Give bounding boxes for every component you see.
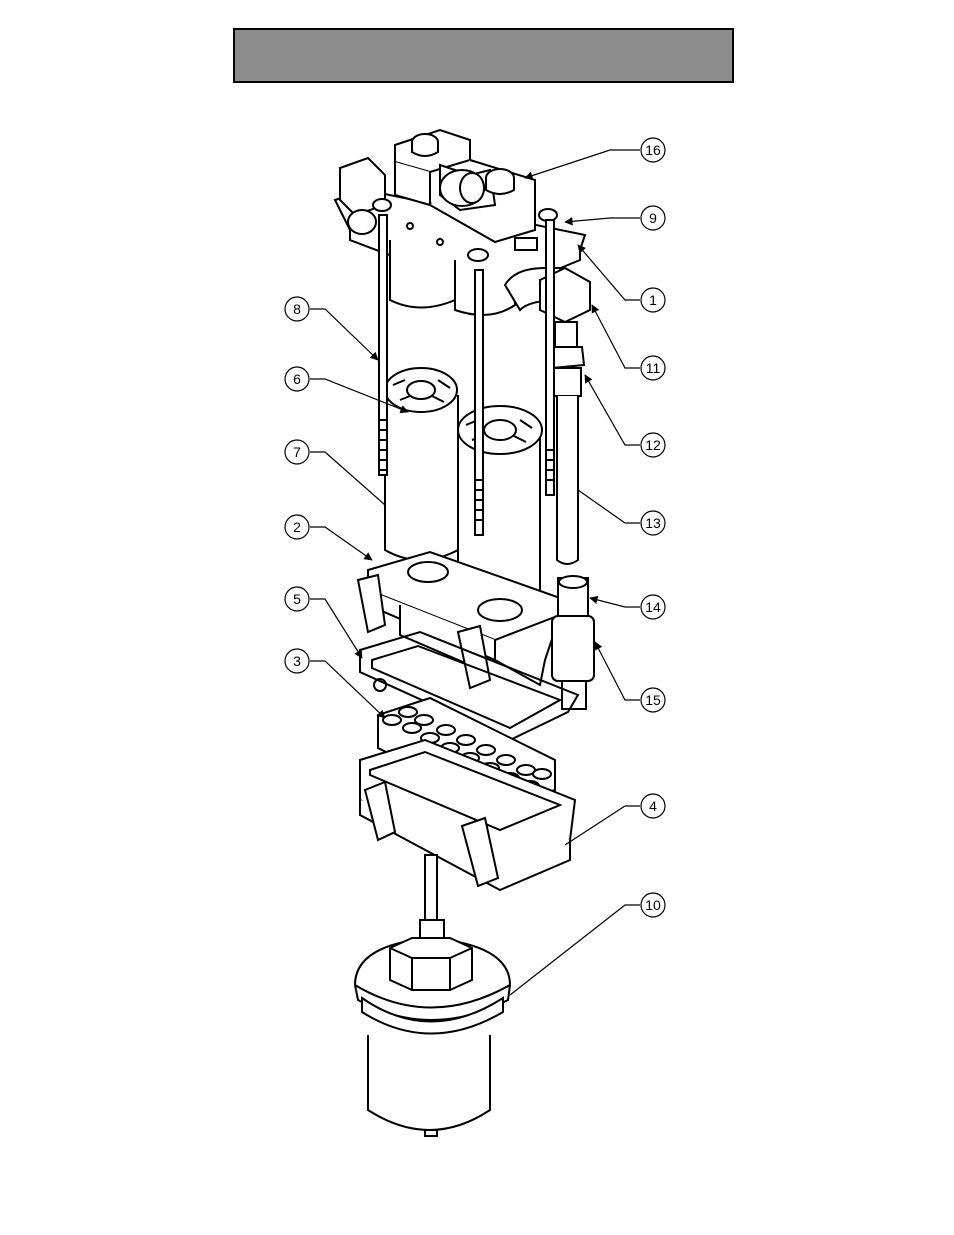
- callout-label: 3: [293, 653, 301, 669]
- callout-bubble-13: 13: [641, 511, 665, 535]
- callout-label: 2: [293, 519, 301, 535]
- callout-label: 6: [293, 371, 301, 387]
- callout-bubble-3: 3: [285, 649, 309, 673]
- callout-bubble-8: 8: [285, 297, 309, 321]
- callout-label: 10: [645, 897, 661, 913]
- callout-bubble-5: 5: [285, 587, 309, 611]
- callout-bubble-16: 16: [641, 138, 665, 162]
- filter-left: [385, 368, 458, 560]
- callout-bubble-15: 15: [641, 688, 665, 712]
- callout-label: 5: [293, 591, 301, 607]
- callout-label: 12: [645, 437, 661, 453]
- callout-label: 9: [649, 210, 657, 226]
- callout-label: 4: [649, 798, 657, 814]
- callout-label: 8: [293, 301, 301, 317]
- callout-label: 7: [293, 444, 301, 460]
- callout-bubble-1: 1: [641, 288, 665, 312]
- callout-bubble-10: 10: [641, 893, 665, 917]
- callout-bubble-2: 2: [285, 515, 309, 539]
- callout-label: 13: [645, 515, 661, 531]
- callout-bubble-6: 6: [285, 367, 309, 391]
- callout-label: 11: [646, 360, 661, 376]
- callout-label: 15: [645, 692, 661, 708]
- callout-bubble-11: 11: [641, 356, 665, 380]
- callout-bubble-9: 9: [641, 206, 665, 230]
- callout-bubble-7: 7: [285, 440, 309, 464]
- callout-label: 14: [645, 599, 661, 615]
- callout-bubble-12: 12: [641, 433, 665, 457]
- pressure-switch: [552, 576, 594, 709]
- drain-bowl: [355, 855, 510, 1136]
- callout-label: 1: [649, 292, 657, 308]
- callout-bubble-14: 14: [641, 595, 665, 619]
- callout-label: 16: [645, 142, 661, 158]
- callout-bubble-4: 4: [641, 794, 665, 818]
